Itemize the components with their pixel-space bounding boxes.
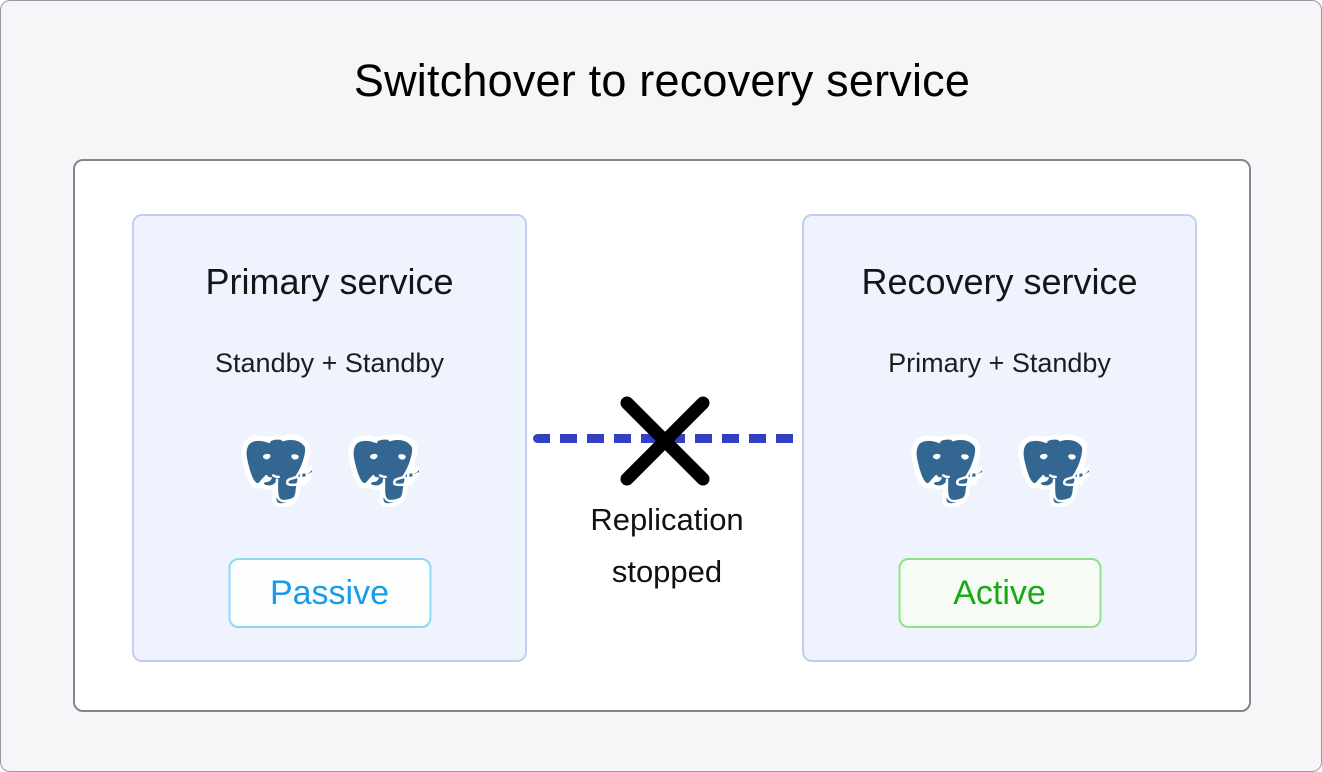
postgres-elephant-icon — [1018, 434, 1089, 507]
postgres-elephant-icon — [911, 434, 982, 507]
diagram-panel: Primary service Standby + Standby — [73, 159, 1251, 712]
page-title: Switchover to recovery service — [353, 55, 971, 106]
service-title-recovery: Recovery service — [861, 261, 1138, 302]
cross-icon — [620, 396, 710, 486]
status-badge-passive-label: Passive — [269, 574, 390, 612]
service-subtitle-primary: Standby + Standby — [215, 348, 444, 378]
service-subtitle-recovery: Primary + Standby — [888, 348, 1111, 378]
status-badge-passive[interactable]: Passive — [228, 558, 431, 628]
postgres-elephant-icon — [348, 434, 419, 507]
replication-label: Replication stopped — [527, 494, 807, 598]
service-title-primary: Primary service — [205, 261, 454, 302]
service-card-recovery[interactable]: Recovery service Primary + Standby — [802, 214, 1197, 662]
replication-label-line2: stopped — [611, 554, 723, 589]
replication-label-line1: Replication — [590, 502, 744, 537]
replication-link: Replication stopped — [527, 393, 807, 603]
status-badge-active-label: Active — [953, 574, 1046, 612]
service-card-primary[interactable]: Primary service Standby + Standby — [132, 214, 527, 662]
node-row-primary — [134, 429, 525, 507]
postgres-elephant-icon — [241, 434, 312, 507]
node-row-recovery — [804, 429, 1195, 507]
status-badge-active[interactable]: Active — [898, 558, 1101, 628]
